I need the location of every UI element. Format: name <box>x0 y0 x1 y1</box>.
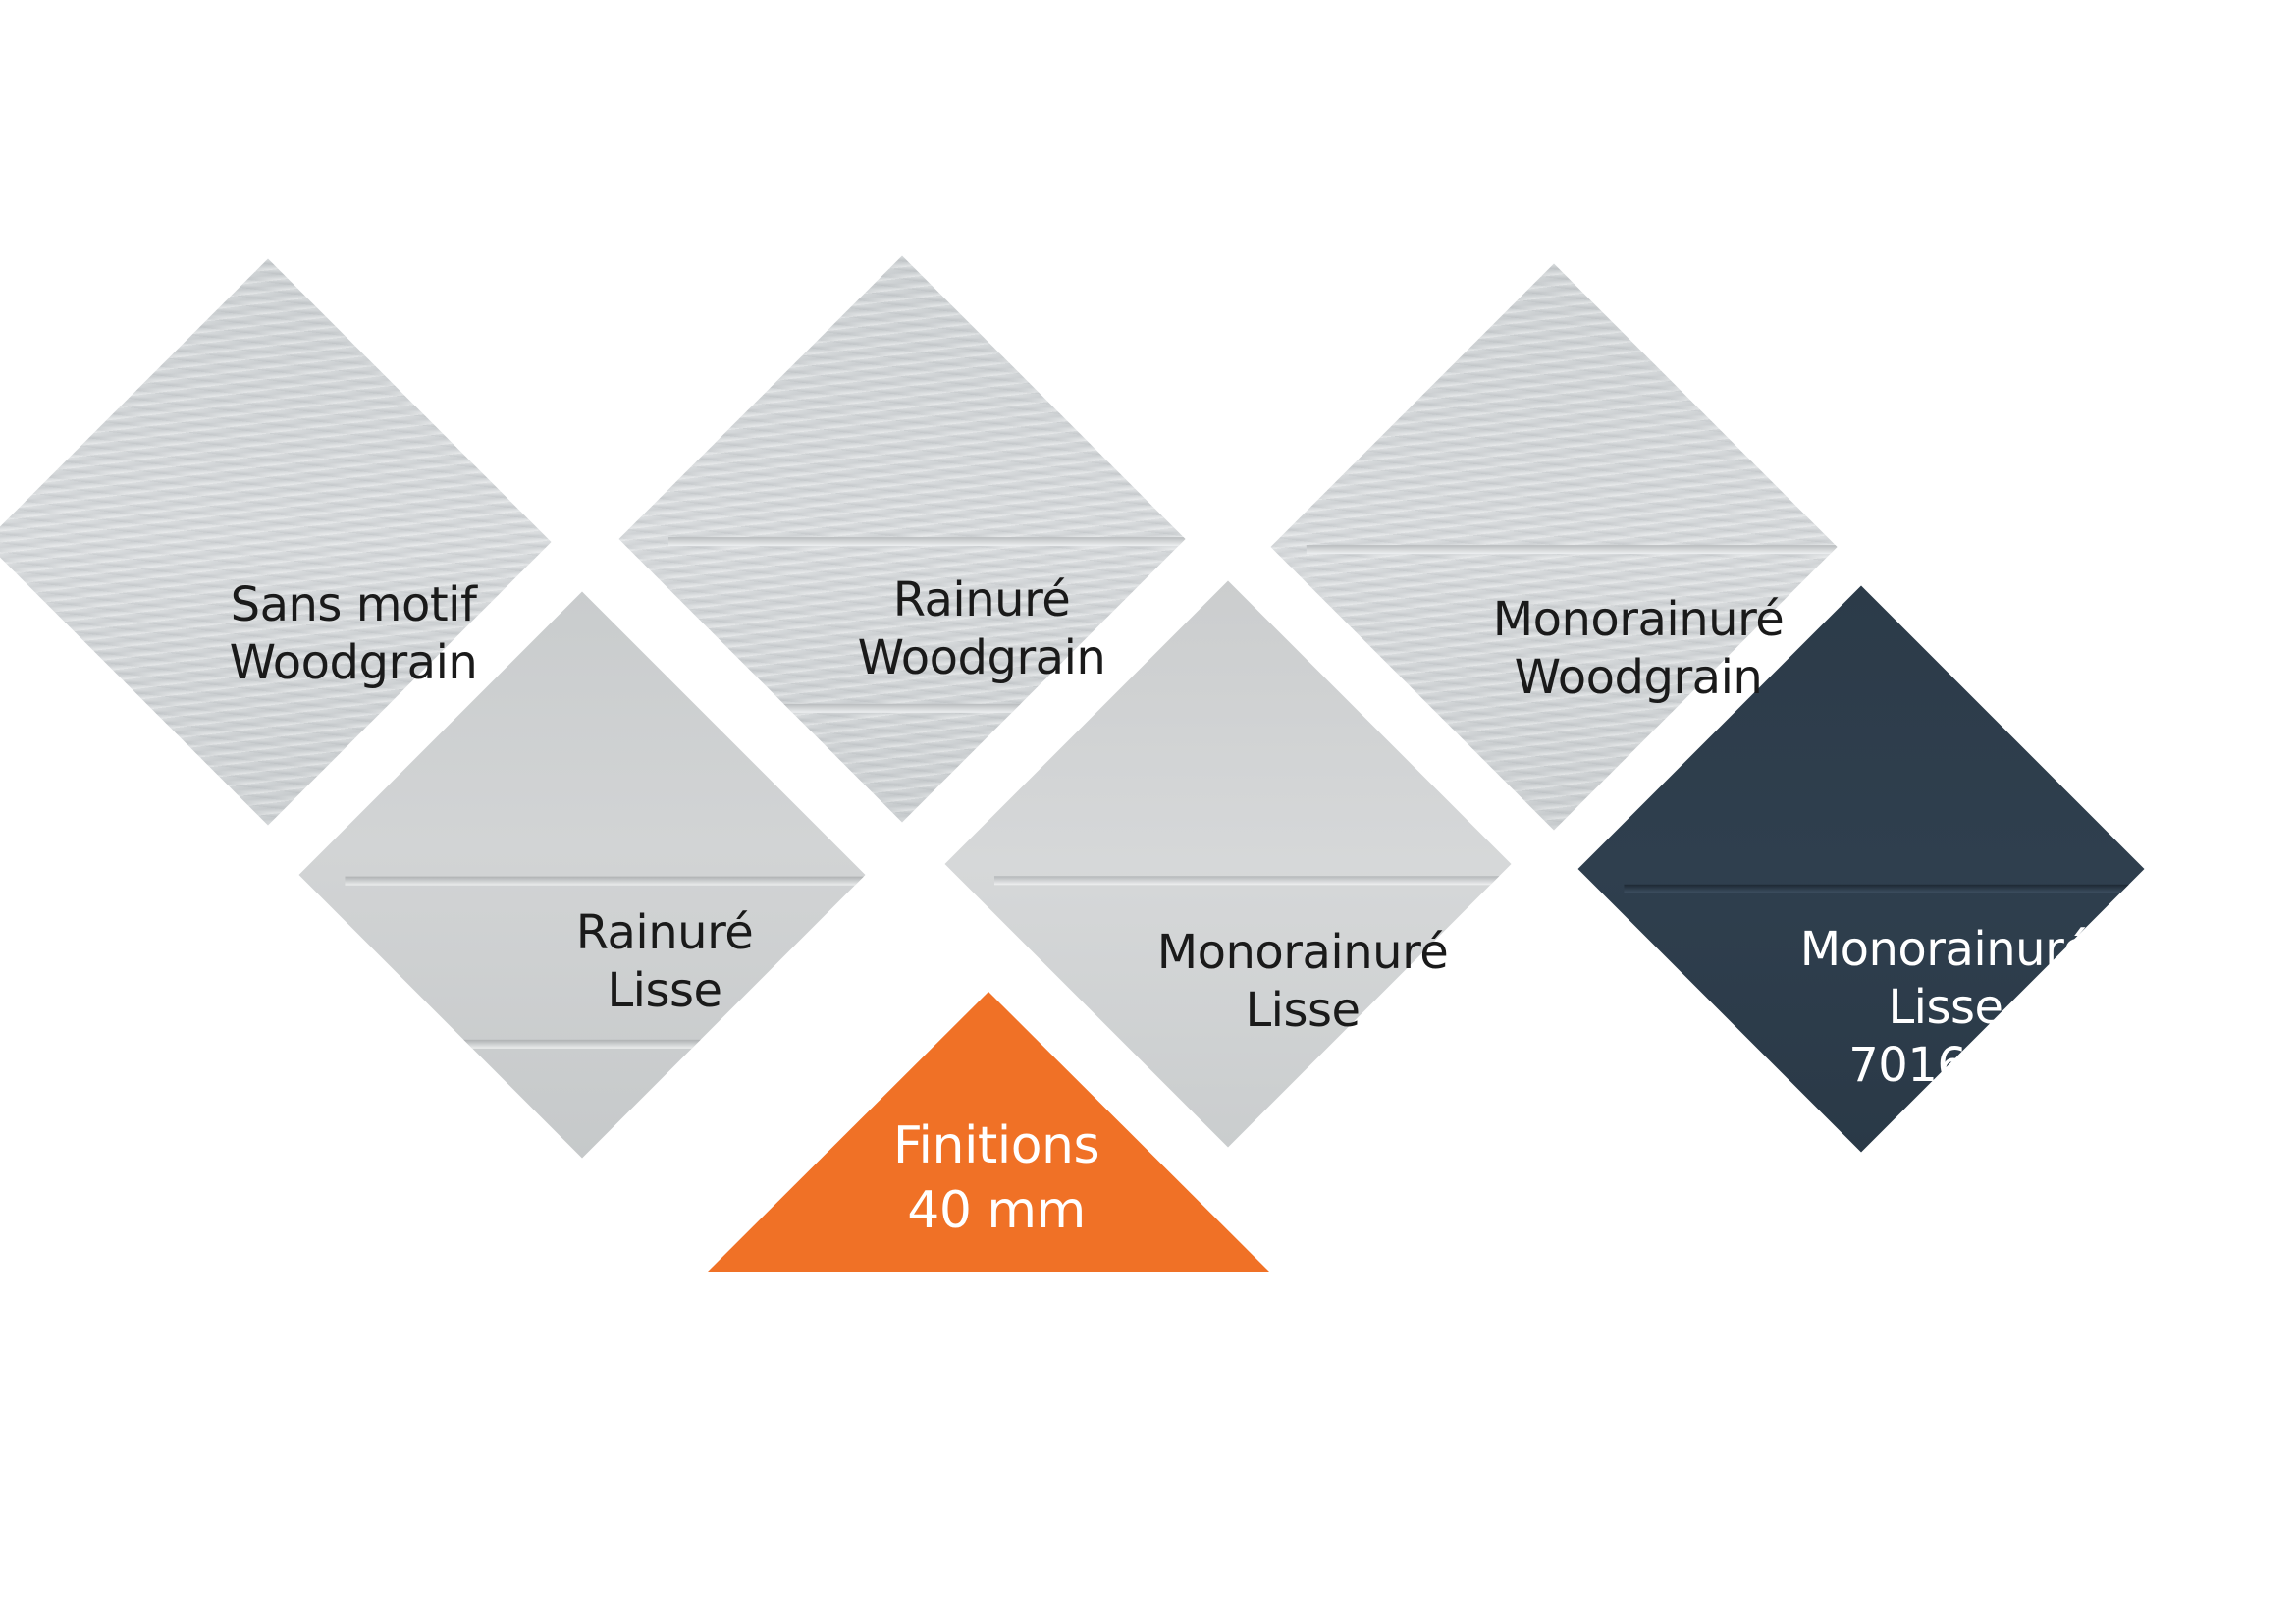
label-line: Monorainuré <box>1492 592 1785 647</box>
label-sans-motif-woodgrain: Sans motif Woodgrain <box>98 576 609 692</box>
label-line: Woodgrain <box>229 635 478 690</box>
label-line: Monorainuré <box>1156 925 1449 980</box>
label-monorainure-lisse-7016dm: Monorainuré Lisse 7016DM <box>1690 921 2201 1095</box>
label-line: Lisse <box>607 963 722 1018</box>
label-line: Monorainuré <box>1799 922 2092 977</box>
label-line: Lisse <box>1888 980 2003 1035</box>
label-line: Lisse <box>1245 983 1361 1038</box>
label-rainure-lisse: Rainuré Lisse <box>409 904 920 1020</box>
panel-groove <box>993 876 1512 886</box>
label-line: Rainuré <box>892 572 1071 627</box>
label-line: Woodgrain <box>857 630 1106 685</box>
badge-line: 40 mm <box>907 1181 1086 1240</box>
panel-groove <box>667 537 1186 547</box>
panel-groove <box>1306 545 1838 555</box>
badge-line: Finitions <box>892 1116 1100 1175</box>
label-line: 7016DM <box>1848 1038 2043 1093</box>
label-finitions-badge: Finitions 40 mm <box>741 1113 1252 1243</box>
label-line: Woodgrain <box>1514 650 1763 705</box>
label-monorainure-lisse: Monorainuré Lisse <box>1047 924 1558 1040</box>
label-line: Rainuré <box>575 905 754 960</box>
finitions-badge <box>708 992 1269 1272</box>
label-line: Sans motif <box>230 577 477 632</box>
label-monorainure-woodgrain: Monorainuré Woodgrain <box>1383 591 1894 707</box>
panel-groove <box>345 876 866 886</box>
panel-groove <box>1624 884 2145 893</box>
label-rainure-woodgrain: Rainuré Woodgrain <box>726 571 1237 687</box>
